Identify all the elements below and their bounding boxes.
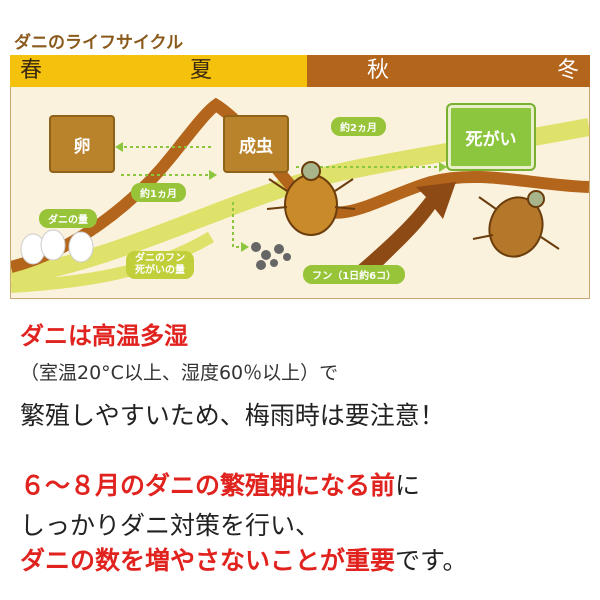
- big-arrow: [356, 182, 456, 277]
- season-summer: 夏: [190, 58, 213, 83]
- label-feces-line1: ダニのフン: [135, 253, 186, 264]
- season-line-red: ６～８月のダニの繁殖期になる前: [20, 471, 396, 500]
- season-winter: 冬: [557, 58, 580, 83]
- adult-mite: [266, 161, 356, 236]
- action-line: しっかりダニ対策を行い、: [20, 511, 321, 540]
- season-band-autumn-winter: 秋 冬: [307, 55, 590, 87]
- stage-death: 死がい: [448, 105, 534, 169]
- season-band-spring-summer: 春 夏: [10, 55, 307, 87]
- dead-mite: [472, 190, 560, 258]
- stage-egg: 卵: [49, 115, 115, 173]
- lifecycle-diagram: 春 夏 秋 冬: [10, 55, 590, 300]
- diagram-title: ダニのライフサイクル: [14, 33, 184, 53]
- importance-line-red: ダニの数を増やさないことが重要: [20, 546, 396, 575]
- headline-red: ダニは高温多湿: [20, 322, 188, 350]
- label-feces-per-day: フン（1日約6コ）: [303, 265, 406, 284]
- warning-line: 繁殖しやすいため、梅雨時は要注意！: [20, 401, 445, 430]
- season-spring: 春: [20, 58, 43, 83]
- egg-cluster: [20, 229, 94, 265]
- feces-dots: [251, 242, 291, 270]
- feces-curve-2: [11, 231, 215, 293]
- duration-egg-to-adult: 約1ヵ月: [131, 183, 186, 202]
- importance-line: ダニの数を増やさないことが重要です。: [20, 541, 590, 577]
- condition-line: （室温20°C以上、湿度60％以上）で: [20, 362, 339, 384]
- lifecycle-area: 卵 成虫 死がい 約2ヵ月 約1ヵ月 ダニの量 ダニのフン 死がいの量 フン（1…: [10, 87, 590, 299]
- label-feces-line2: 死がいの量: [135, 265, 185, 276]
- season-autumn: 秋: [367, 58, 390, 83]
- arrow-adult-to-feces: [232, 202, 243, 248]
- label-mite-count: ダニの量: [39, 209, 97, 228]
- importance-line-rest: です。: [395, 546, 468, 575]
- season-line: ６～８月のダニの繁殖期になる前に: [20, 466, 590, 502]
- stage-adult: 成虫: [223, 115, 289, 173]
- headline: ダニは高温多湿: [20, 316, 590, 351]
- season-line-rest: に: [395, 471, 421, 500]
- duration-adult-to-death: 約2ヵ月: [331, 117, 386, 136]
- label-feces-amount: ダニのフン 死がいの量: [126, 251, 195, 279]
